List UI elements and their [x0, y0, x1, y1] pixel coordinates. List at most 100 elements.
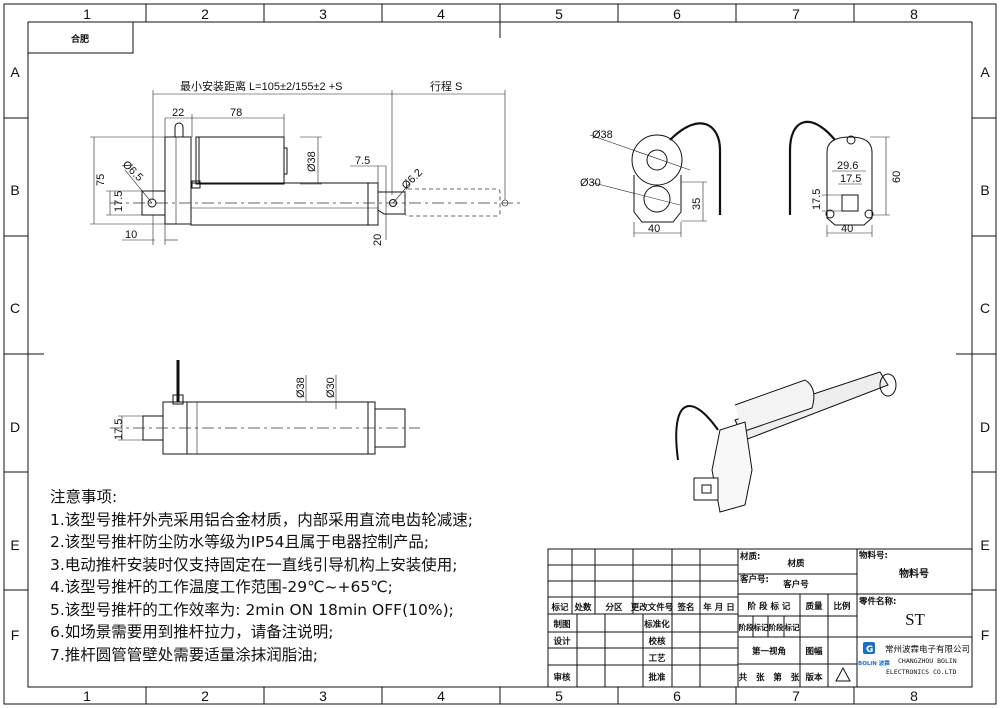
note-item: 3.电动推杆安装时仅支持固定在一直线引导机构上安装使用;: [50, 555, 458, 574]
row-label: D: [980, 419, 990, 435]
sheet-size-label: 图幅: [805, 646, 823, 657]
stroke-label: 行程 S: [430, 80, 462, 93]
company-name-en-2: ELECTRONICS CO.LTD: [886, 668, 957, 676]
dim-75: 75: [95, 174, 107, 186]
material-value: 材质: [786, 558, 805, 569]
company-name-en-1: CHANGZHOU BOLIN: [898, 657, 957, 665]
dim-dia30: Ø30: [580, 177, 601, 189]
row-label: F: [11, 627, 20, 643]
design-label: 设计: [553, 636, 571, 647]
row-label: E: [980, 537, 989, 553]
zone-ticks: [4, 4, 996, 704]
stage-cell: 标记: [784, 622, 800, 632]
rev-header: 处数: [573, 602, 592, 613]
top-view: Ø38 Ø30 17.5: [110, 360, 420, 455]
row-label: A: [980, 64, 990, 80]
dim-78: 78: [230, 107, 242, 119]
company-logo: G BOLiN 波霖: [858, 642, 890, 667]
col-label: 7: [792, 6, 800, 22]
projection-symbol-icon: [835, 666, 851, 682]
row-label: E: [10, 537, 19, 553]
dim-40: 40: [648, 223, 660, 235]
dim-29-6: 29.6: [837, 160, 858, 172]
isometric-view: [675, 371, 897, 513]
drawn-label: 制图: [553, 619, 570, 630]
col-label: 1: [83, 6, 91, 22]
row-label: B: [980, 182, 989, 198]
col-label: 3: [319, 688, 327, 704]
dim-20: 20: [372, 234, 384, 246]
row-label: C: [10, 300, 20, 316]
dim-22: 22: [172, 107, 184, 119]
standardize-label: 标准化: [643, 619, 670, 630]
col-label: 2: [201, 6, 209, 22]
col-label: 1: [83, 688, 91, 704]
part-no-value: 物料号: [899, 567, 929, 580]
part-no-label: 物料号:: [859, 550, 888, 561]
stage-cell: 标记: [753, 622, 769, 632]
note-item: 7.推杆圆管管壁处需要适量涂抹润脂油;: [50, 645, 319, 664]
customer-label: 客户号:: [739, 574, 769, 585]
rev-header: 标记: [550, 602, 569, 613]
row-label: A: [10, 64, 20, 80]
sheets-label: 共 张 第 张: [739, 672, 800, 683]
col-label: 4: [437, 6, 445, 22]
col-label: 6: [673, 6, 681, 22]
part-name-value: ST: [905, 610, 925, 629]
corner-box: [27, 21, 134, 54]
stage-cell: 阶段: [739, 622, 754, 632]
rev-header: 分区: [605, 602, 623, 613]
col-label: 5: [555, 688, 563, 704]
note-item: 1.该型号推杆外壳采用铝合金材质，内部采用直流电齿轮减速;: [50, 510, 474, 529]
col-label: 5: [555, 6, 563, 22]
front-view: 最小安装距离 L=105±2/155±2 +S 行程 S 22 78 Ø38 7…: [90, 79, 520, 246]
part-name-label: 零件名称:: [858, 596, 896, 607]
note-item: 4.该型号推杆的工作温度工作范围-29℃~+65℃;: [50, 578, 393, 596]
stage-mark-label: 阶 段 标 记: [748, 601, 791, 612]
dim-7-5: 7.5: [355, 155, 370, 167]
dim-40: 40: [841, 223, 853, 235]
dim-17-5: 17.5: [113, 191, 125, 212]
approve-label: 批准: [648, 672, 666, 683]
end-view: Ø38 Ø30 35 40: [580, 122, 722, 237]
check-label: 校核: [648, 636, 666, 647]
dim-35: 35: [691, 198, 703, 210]
col-label: 6: [673, 688, 681, 704]
process-label: 工艺: [648, 653, 666, 664]
dim-60: 60: [891, 171, 903, 183]
row-label: F: [981, 627, 990, 643]
dim-dia30: Ø30: [325, 377, 337, 398]
customer-value: 客户号: [782, 579, 809, 590]
rear-view: 29.6 17.5 17.5 60 40: [788, 120, 903, 237]
col-label: 7: [792, 688, 800, 704]
dim-10: 10: [125, 229, 137, 241]
company-name-cn: 常州波霖电子有限公司: [885, 644, 970, 655]
title-block: [547, 548, 973, 688]
logo-text: BOLiN 波霖: [858, 659, 890, 667]
notes-title: 注意事项:: [50, 488, 118, 506]
rev-header: 更改文件号: [631, 602, 674, 613]
note-item: 2.该型号推杆防尘防水等级为IP54且属于电器控制产品;: [50, 533, 430, 551]
col-label: 3: [319, 6, 327, 22]
row-label: C: [980, 300, 990, 316]
weight-label: 质量: [805, 601, 823, 612]
scale-label: 比例: [833, 601, 851, 612]
dim-17-5-v: 17.5: [811, 189, 823, 210]
version-label: 版本: [804, 672, 823, 683]
dim-dia6-2: Ø6.2: [400, 167, 425, 192]
rev-header: 年 月 日: [703, 602, 734, 613]
note-item: 5.该型号推杆的工作效率为: 2min ON 18min OFF(10%);: [50, 600, 454, 619]
row-label: B: [10, 182, 19, 198]
dim-dia38: Ø38: [306, 151, 318, 172]
dim-dia38: Ø38: [592, 129, 613, 141]
rev-header: 签名: [676, 602, 694, 613]
notes: 注意事项: 1.该型号推杆外壳采用铝合金材质，内部采用直流电齿轮减速; 2.该型…: [50, 486, 473, 666]
material-label: 材质:: [739, 551, 760, 562]
dim-dia38: Ø38: [295, 377, 307, 398]
col-label: 4: [437, 688, 445, 704]
svg-text:G: G: [866, 645, 873, 655]
dim-17-5: 17.5: [113, 419, 125, 440]
dim-17-5-h: 17.5: [840, 173, 861, 185]
dim-dia6-5: Ø6.5: [120, 159, 145, 184]
